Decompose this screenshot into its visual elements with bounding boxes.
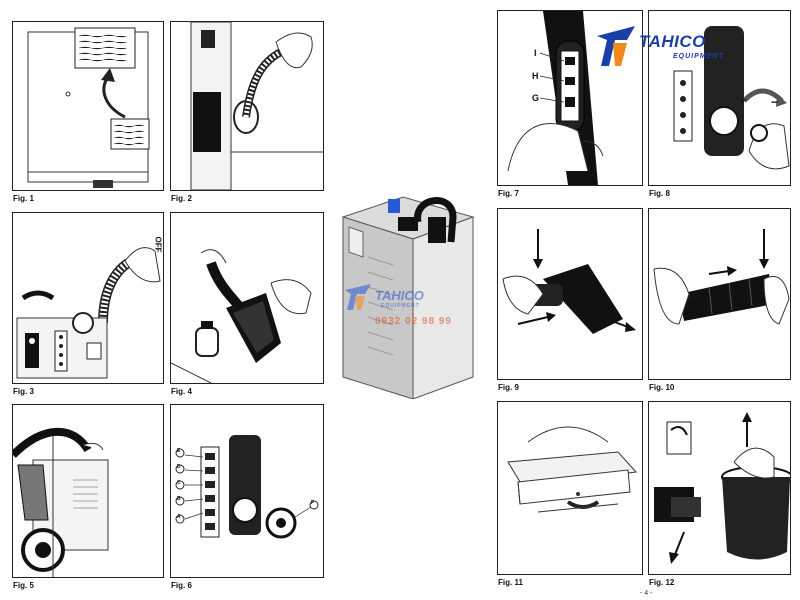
figure-8-caption: Fig. 8 xyxy=(649,189,670,198)
page-number: - 4 - xyxy=(640,590,653,597)
figure-5 xyxy=(12,404,164,578)
watermark-sub: EQUIPMENT xyxy=(381,303,420,309)
logo-sub: EQUIPMENT xyxy=(673,53,724,60)
fig3-off-label: OFF xyxy=(153,236,163,253)
figure-4-caption: Fig. 4 xyxy=(171,387,192,396)
watermark-brand: TAHICO xyxy=(375,288,424,303)
figure-11 xyxy=(497,401,643,575)
figure-2 xyxy=(170,21,324,191)
figure-5-caption: Fig. 5 xyxy=(13,581,34,590)
figure-3-caption: Fig. 3 xyxy=(13,387,34,396)
figure-6-caption: Fig. 6 xyxy=(171,581,192,590)
fig6-letter-a: A xyxy=(177,514,181,520)
fig8-plus-sign: + xyxy=(739,93,747,107)
figure-3 xyxy=(12,212,164,384)
tahico-logo-icon xyxy=(345,284,371,310)
watermark: TAHICO EQUIPMENT 0932 02 98 99 xyxy=(343,282,463,342)
figure-8: + − xyxy=(648,10,791,186)
fig7-letter-g: G xyxy=(532,93,540,103)
figure-10 xyxy=(648,208,791,380)
fig6-letter-b: B xyxy=(177,496,181,502)
figure-1 xyxy=(12,21,164,191)
fig6-letter-e: E xyxy=(177,448,181,454)
figure-4 xyxy=(170,212,324,384)
figure-12 xyxy=(648,401,791,575)
steam-cleaner-photo xyxy=(333,187,483,399)
figure-12-caption: Fig. 12 xyxy=(649,578,675,587)
figure-9 xyxy=(497,208,643,380)
figure-11-caption: Fig. 11 xyxy=(498,578,523,587)
figure-10-caption: Fig. 10 xyxy=(649,383,675,392)
fig8-minus-sign: − xyxy=(771,95,779,109)
figure-6: E D C B A F xyxy=(170,404,324,578)
fig6-letter-c: C xyxy=(177,480,181,486)
tahico-logo-mark-icon xyxy=(597,26,635,66)
fig6-letter-f: F xyxy=(311,500,315,506)
fig7-letter-h: H xyxy=(532,71,539,81)
figure-2-caption: Fig. 2 xyxy=(171,194,192,203)
figure-1-caption: Fig. 1 xyxy=(13,194,34,203)
figure-7-caption: Fig. 7 xyxy=(498,189,519,198)
logo-brand: TAHICO xyxy=(639,32,706,51)
watermark-phone: 0932 02 98 99 xyxy=(375,316,452,327)
figure-9-caption: Fig. 9 xyxy=(498,383,519,392)
fig7-letter-i: I xyxy=(534,48,537,58)
fig6-letter-d: D xyxy=(177,464,181,470)
tahico-logo: TAHICO EQUIPMENT xyxy=(595,24,775,68)
